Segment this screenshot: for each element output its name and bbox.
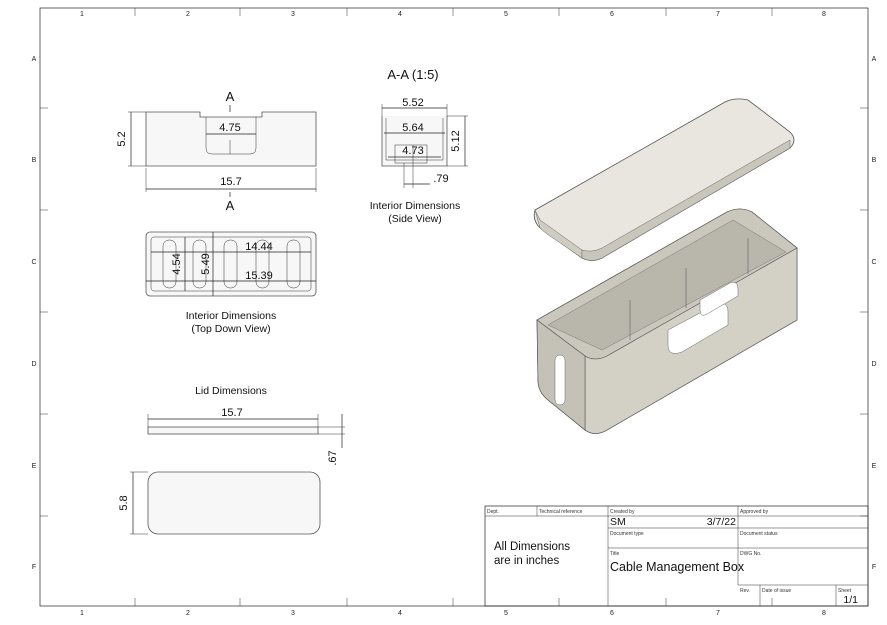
tb-title: Cable Management Box bbox=[610, 560, 745, 574]
row-labels-left: A B C D E F bbox=[31, 56, 36, 571]
section-marker-top: A bbox=[226, 89, 235, 104]
col-label-3: 3 bbox=[291, 610, 295, 617]
section-view-title: A-A (1:5) bbox=[387, 67, 438, 82]
dim-front-inner: 4.75 bbox=[219, 122, 240, 134]
section-view: A-A (1:5) 5.52 5.64 4.73 5.12 .79 Interi… bbox=[370, 67, 468, 225]
dim-top-l2: 15.39 bbox=[245, 270, 273, 282]
tb-sheet-label: Sheet bbox=[838, 588, 852, 594]
lid-top-outline bbox=[147, 471, 321, 535]
dim-section-small: .79 bbox=[433, 173, 448, 185]
dim-top-w1: 4.54 bbox=[171, 253, 183, 274]
row-label-a: A bbox=[872, 56, 877, 63]
row-label-f: F bbox=[32, 564, 36, 571]
dim-section-low: 4.73 bbox=[402, 145, 423, 157]
col-label-2: 2 bbox=[186, 610, 190, 617]
top-view: 4.54 5.49 14.44 15.39 Interior Dimension… bbox=[145, 231, 317, 335]
column-ticks bbox=[134, 8, 773, 606]
col-label-8: 8 bbox=[822, 11, 826, 18]
lid-views: Lid Dimensions 15.7 .67 5.8 bbox=[118, 385, 345, 535]
dim-section-top: 5.52 bbox=[402, 97, 423, 109]
section-marker-bottom: A bbox=[226, 198, 235, 213]
col-label-7: 7 bbox=[716, 610, 720, 617]
column-labels-top: 1 2 3 4 5 6 7 8 bbox=[80, 11, 826, 18]
column-labels-bottom: 1 2 3 4 5 6 7 8 bbox=[80, 610, 826, 617]
tb-doc-type-label: Document type bbox=[610, 531, 644, 537]
dim-section-height: 5.12 bbox=[450, 130, 462, 151]
col-label-7: 7 bbox=[716, 11, 720, 18]
row-label-b: B bbox=[32, 157, 37, 164]
tb-created-by: SM bbox=[610, 516, 626, 528]
top-view-outline bbox=[145, 231, 317, 297]
dim-front-height: 5.2 bbox=[116, 131, 128, 146]
row-label-a: A bbox=[32, 56, 37, 63]
col-label-3: 3 bbox=[291, 11, 295, 18]
tb-rev-label: Rev. bbox=[740, 588, 750, 594]
sheet-frame bbox=[39, 7, 869, 607]
tb-tech-ref-label: Technical reference bbox=[539, 509, 583, 515]
row-label-d: D bbox=[31, 361, 36, 368]
front-view: A 4.75 5.2 15.7 A bbox=[116, 89, 317, 213]
note-line2: are in inches bbox=[494, 555, 559, 567]
tb-dwg-label: DWG No. bbox=[740, 551, 761, 557]
row-labels-right: A B C D E F bbox=[871, 56, 876, 571]
section-caption-line1: Interior Dimensions bbox=[370, 200, 460, 212]
row-label-d: D bbox=[871, 361, 876, 368]
tb-approved-by-label: Approved by bbox=[740, 509, 769, 515]
row-label-c: C bbox=[871, 259, 876, 266]
col-label-2: 2 bbox=[186, 11, 190, 18]
col-label-1: 1 bbox=[80, 610, 84, 617]
tb-doc-status-label: Document status bbox=[740, 531, 778, 537]
dim-top-l1: 14.44 bbox=[245, 241, 273, 253]
dim-lid-width: 5.8 bbox=[118, 495, 130, 510]
col-label-6: 6 bbox=[610, 610, 614, 617]
col-label-5: 5 bbox=[504, 11, 508, 18]
col-label-5: 5 bbox=[504, 610, 508, 617]
dim-section-mid: 5.64 bbox=[402, 122, 423, 134]
row-label-b: B bbox=[872, 157, 877, 164]
col-label-1: 1 bbox=[80, 11, 84, 18]
col-label-8: 8 bbox=[822, 610, 826, 617]
isometric-view bbox=[533, 98, 798, 434]
lid-side-outline bbox=[147, 426, 319, 435]
dim-front-length: 15.7 bbox=[220, 176, 241, 188]
section-caption-line2: (Side View) bbox=[388, 213, 442, 225]
dim-top-w2: 5.49 bbox=[200, 253, 212, 274]
tb-date: 3/7/22 bbox=[707, 516, 736, 528]
tb-date-issue-label: Date of issue bbox=[762, 588, 791, 594]
tb-dept-label: Dept. bbox=[487, 509, 499, 515]
row-label-e: E bbox=[872, 463, 877, 470]
tb-sheet: 1/1 bbox=[843, 594, 858, 606]
col-label-6: 6 bbox=[610, 11, 614, 18]
front-view-cutout bbox=[205, 117, 257, 155]
top-caption-line1: Interior Dimensions bbox=[186, 310, 276, 322]
top-caption-line2: (Top Down View) bbox=[191, 323, 270, 335]
col-label-4: 4 bbox=[398, 610, 402, 617]
row-label-f: F bbox=[872, 564, 876, 571]
dim-lid-length: 15.7 bbox=[221, 407, 242, 419]
tb-created-by-label: Created by bbox=[610, 509, 635, 515]
title-block: Dept. Technical reference Created by SM … bbox=[484, 505, 869, 607]
row-label-e: E bbox=[32, 463, 37, 470]
lid-title: Lid Dimensions bbox=[195, 385, 267, 397]
note-line1: All Dimensions bbox=[494, 541, 570, 553]
row-label-c: C bbox=[31, 259, 36, 266]
col-label-4: 4 bbox=[398, 11, 402, 18]
tb-title-label: Title bbox=[610, 551, 619, 557]
front-view-outline bbox=[145, 111, 317, 167]
dim-lid-thickness: .67 bbox=[327, 450, 339, 465]
section-view-outline bbox=[381, 116, 448, 167]
